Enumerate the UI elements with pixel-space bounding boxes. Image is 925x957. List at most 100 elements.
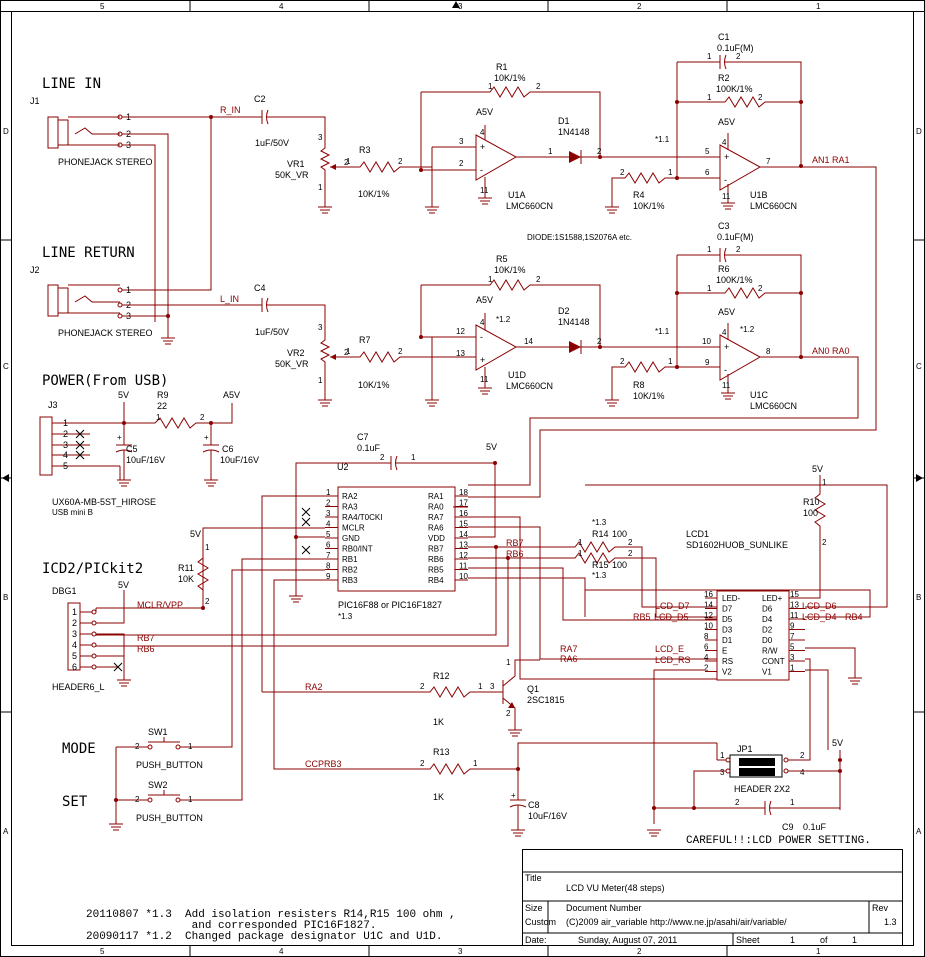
v5-j3: 5V bbox=[118, 390, 129, 400]
svg-text:1: 1 bbox=[205, 543, 210, 552]
v5-r10: 5V bbox=[812, 464, 823, 474]
title-block: Title LCD VU Meter(48 steps) Size Custom… bbox=[522, 849, 903, 946]
of-value: 1 bbox=[852, 935, 857, 945]
svg-text:1: 1 bbox=[318, 376, 323, 385]
svg-text:4: 4 bbox=[722, 328, 727, 337]
u1d-ref: U1D bbox=[508, 370, 527, 380]
col-label-2: 2 bbox=[637, 2, 642, 11]
svg-text:2: 2 bbox=[380, 453, 385, 462]
svg-text:2: 2 bbox=[736, 245, 741, 254]
j1-ref: J1 bbox=[30, 96, 40, 106]
svg-text:3: 3 bbox=[490, 682, 495, 691]
r3-ref: R3 bbox=[359, 145, 371, 155]
svg-text:1: 1 bbox=[707, 284, 712, 293]
row-label-a: A bbox=[3, 827, 9, 836]
pic-pin-num-right: 10 bbox=[459, 572, 468, 581]
c3-ref: C3 bbox=[718, 221, 730, 231]
rev-value: 1.3 bbox=[884, 917, 897, 927]
svg-text:12: 12 bbox=[456, 327, 465, 336]
r4-value: 10K/1% bbox=[633, 201, 665, 211]
svg-text:8: 8 bbox=[766, 347, 771, 356]
svg-text:4: 4 bbox=[800, 768, 805, 777]
r10-resistor: 21 R10 100 5V bbox=[803, 464, 827, 547]
svg-text:2: 2 bbox=[628, 538, 633, 547]
pic-pin-num-right: 11 bbox=[459, 562, 468, 571]
svg-text:2: 2 bbox=[459, 159, 464, 168]
pic-pin-num-left: 2 bbox=[326, 499, 331, 508]
lcd-pin-num-right: 13 bbox=[790, 601, 799, 610]
note-1-2-a: *1.2 bbox=[496, 315, 511, 324]
svg-text:2: 2 bbox=[135, 742, 140, 751]
c2-ref: C2 bbox=[254, 94, 266, 104]
d1-ref: D1 bbox=[558, 116, 570, 126]
svg-text:2: 2 bbox=[63, 429, 68, 439]
net-ra2: RA2 bbox=[305, 682, 323, 692]
size-value: Custom bbox=[525, 917, 556, 927]
date-value: Sunday, August 07, 2011 bbox=[578, 935, 677, 945]
svg-text:-: - bbox=[724, 175, 727, 185]
net-rb7-dbg: RB7 bbox=[137, 633, 155, 643]
pic-pin-num-left: 3 bbox=[326, 509, 331, 518]
lcd-pin-label-right: LED+ bbox=[762, 594, 783, 603]
svg-text:3: 3 bbox=[72, 629, 77, 639]
svg-text:1: 1 bbox=[346, 157, 351, 166]
c2-capacitor: C2 1uF/50V bbox=[254, 94, 326, 148]
careful-note: CAREFUL!!:LCD POWER SETTING. bbox=[686, 835, 871, 847]
net-rb6-dbg: RB6 bbox=[137, 644, 155, 654]
lcd-pin-label-left: V2 bbox=[722, 668, 732, 677]
svg-text:4: 4 bbox=[480, 128, 485, 137]
row-label-d-right: D bbox=[916, 127, 922, 136]
svg-text:2: 2 bbox=[344, 158, 349, 167]
svg-text:1: 1 bbox=[578, 549, 583, 558]
v5-jp1: 5V bbox=[832, 738, 843, 748]
svg-text:1: 1 bbox=[720, 751, 725, 760]
pic-pin-num-left: 8 bbox=[326, 562, 331, 571]
net-an1: AN1 RA1 bbox=[812, 155, 850, 165]
col-label-1-bottom: 1 bbox=[816, 947, 821, 956]
heading-icd: ICD2/PICkit2 bbox=[42, 561, 143, 577]
vr1-value: 50K_VR bbox=[275, 170, 309, 180]
lcd-pin-label-left: D5 bbox=[722, 615, 733, 624]
svg-text:4: 4 bbox=[722, 138, 727, 147]
lcd1-value: SD1602HUOB_SUNLIKE bbox=[686, 540, 788, 550]
pic-pin-num-left: 9 bbox=[326, 572, 331, 581]
c5-capacitor: + C5 10uF/16V bbox=[115, 423, 165, 487]
sheet-label: Sheet bbox=[736, 935, 760, 945]
row-label-d: D bbox=[3, 127, 9, 136]
rev-label: Rev bbox=[872, 903, 889, 913]
q1-ref: Q1 bbox=[527, 684, 539, 694]
svg-text:13: 13 bbox=[456, 349, 465, 358]
svg-text:2: 2 bbox=[597, 337, 602, 346]
svg-text:2: 2 bbox=[758, 93, 763, 102]
svg-text:11: 11 bbox=[480, 186, 489, 195]
svg-text:2: 2 bbox=[420, 682, 425, 691]
lcd-pin-num-right: 11 bbox=[790, 611, 799, 620]
r9-ref: R9 bbox=[157, 390, 169, 400]
c4-capacitor: C4 1uF/50V bbox=[254, 283, 326, 337]
svg-text:2: 2 bbox=[398, 157, 403, 166]
svg-text:11: 11 bbox=[722, 381, 731, 390]
svg-text:2: 2 bbox=[597, 147, 602, 156]
svg-text:1: 1 bbox=[707, 93, 712, 102]
pic-pin-num-right: 13 bbox=[459, 541, 468, 550]
svg-text:10: 10 bbox=[702, 337, 711, 346]
pic-pin-label-right: RB6 bbox=[428, 555, 444, 564]
heading-line-return: LINE RETURN bbox=[42, 245, 135, 261]
r1-ref: R1 bbox=[496, 62, 508, 72]
d2-value: 1N4148 bbox=[558, 317, 590, 327]
j3-ref: J3 bbox=[48, 400, 58, 410]
u1a-value: LMC660CN bbox=[506, 201, 553, 211]
pic-pin-label-left: RA4/T0CKI bbox=[342, 513, 382, 522]
svg-text:1: 1 bbox=[318, 183, 323, 192]
col-label-5-bottom: 5 bbox=[100, 947, 105, 956]
